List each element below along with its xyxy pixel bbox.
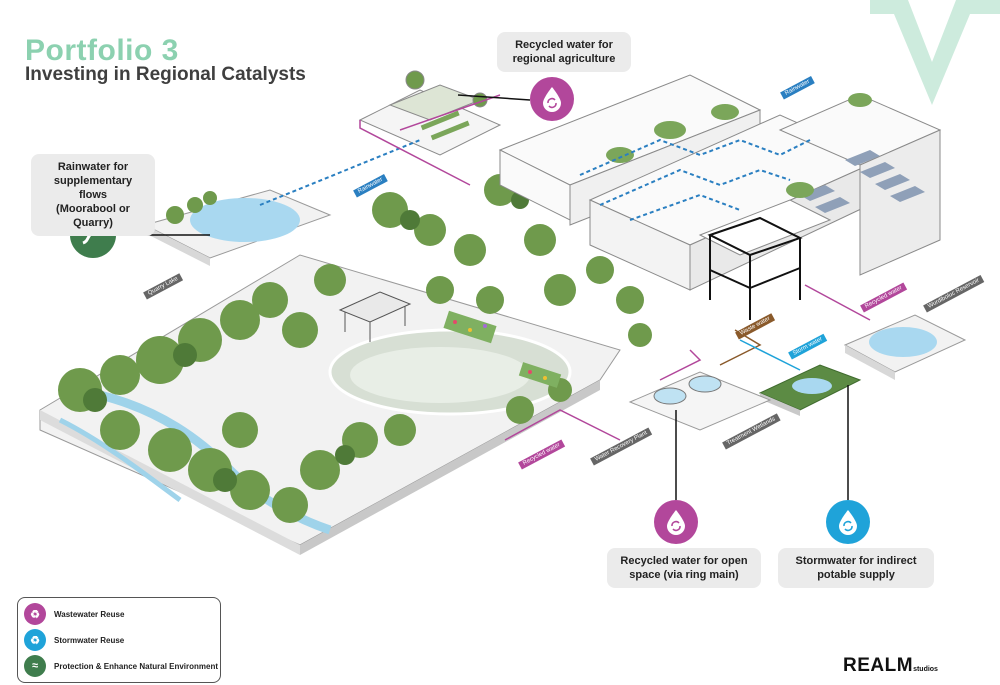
city-buildings — [498, 74, 942, 291]
pavilion — [338, 291, 412, 342]
callout-agriculture: Recycled water for regional agriculture — [497, 32, 631, 72]
corner-logo-mark — [870, 0, 1000, 105]
recycled-water-pipes — [359, 94, 871, 441]
recycle-drop-icon: ♻ — [24, 603, 46, 625]
water-recovery-plant — [628, 371, 772, 431]
treatment-wetlands — [758, 364, 862, 416]
brand-logo: REALMstudios — [843, 655, 938, 677]
park-ground-edge-right — [300, 380, 600, 555]
callout-stormwater: Stormwater for indirect potable supply — [778, 548, 934, 588]
agriculture-greenhouse — [358, 70, 502, 156]
quarry-lake — [143, 189, 332, 266]
legend-item-stormwater: ♻ Stormwater Reuse — [24, 629, 124, 651]
legend-item-wastewater: ♻ Wastewater Reuse — [24, 603, 124, 625]
recycle-drop-icon: ♻ — [24, 629, 46, 651]
flower-beds — [443, 310, 562, 388]
callout-rainwater: Rainwater for supplementary flows (Moora… — [31, 154, 155, 236]
wurdiboluc-reservoir — [843, 314, 967, 380]
legend-label: Stormwater Reuse — [54, 635, 125, 645]
page-title: Portfolio 3 — [25, 34, 179, 67]
legend-item-nature: ≈ Protection & Enhance Natural Environme… — [24, 655, 218, 677]
green-roofs — [606, 93, 872, 198]
stormwater-recycle-icon — [826, 500, 870, 544]
page-subtitle: Investing in Regional Catalysts — [25, 64, 306, 85]
open-space-recycle-icon — [654, 500, 698, 544]
river-icon: ≈ — [24, 655, 46, 677]
legend-label: Protection & Enhance Natural Environment — [54, 661, 219, 671]
callout-open-space: Recycled water for open space (via ring … — [607, 548, 761, 588]
building-section — [707, 216, 803, 320]
rainwater-pipes — [259, 138, 811, 221]
legend-label: Wastewater Reuse — [54, 609, 125, 619]
agriculture-recycle-icon — [530, 77, 574, 121]
brand-name: REALM — [843, 655, 914, 676]
brand-suffix: studios — [913, 666, 938, 673]
solar-panels — [800, 150, 925, 213]
storm-water-pipe — [739, 339, 801, 371]
legend: ♻ Wastewater Reuse ♻ Stormwater Reuse ≈ … — [17, 597, 221, 683]
